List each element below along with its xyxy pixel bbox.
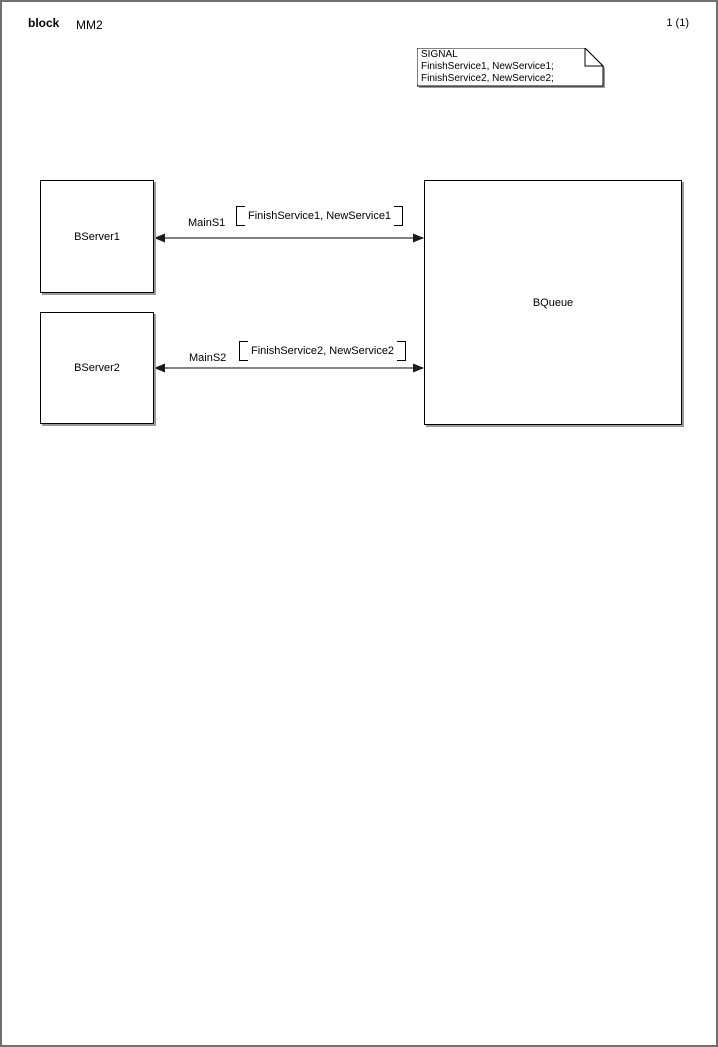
signal-list-mains2[interactable]: FinishService2, NewService2 <box>239 341 407 361</box>
note-body[interactable] <box>417 48 604 87</box>
block-label: BQueue <box>532 296 574 309</box>
arrowhead-left-icon <box>154 233 165 243</box>
note-fold-icon <box>584 48 605 67</box>
bracket-right-icon <box>394 206 404 226</box>
channel-name-mains1[interactable]: MainS1 <box>188 217 226 229</box>
signal-list-mains1[interactable]: FinishService1, NewService1 <box>236 206 404 226</box>
block-keyword: block <box>28 16 60 30</box>
channel-name-mains2[interactable]: MainS2 <box>189 352 227 364</box>
signal-list-text: FinishService1, NewService1 <box>248 210 392 222</box>
bracket-left-icon <box>236 206 245 226</box>
block-bqueue[interactable]: BQueue <box>424 180 682 425</box>
arrowhead-right-icon <box>413 363 424 373</box>
page-number: 1 (1) <box>666 17 689 29</box>
signal-note-text: SIGNAL FinishService1, NewService1; Fini… <box>421 49 554 85</box>
arrowhead-left-icon <box>154 363 165 373</box>
signal-note-line: SIGNAL <box>421 49 458 60</box>
bracket-right-icon <box>397 341 407 361</box>
signal-note-shape[interactable] <box>417 48 607 90</box>
block-label: BServer2 <box>74 362 120 374</box>
diagram-name: MM2 <box>76 18 103 32</box>
block-bserver2[interactable]: BServer2 <box>40 312 154 424</box>
signal-list-text: FinishService2, NewService2 <box>251 345 395 357</box>
block-bserver1[interactable]: BServer1 <box>40 180 154 293</box>
block-label: BServer1 <box>74 230 120 243</box>
signal-note-line: FinishService1, NewService1; <box>421 61 554 72</box>
bracket-left-icon <box>239 341 248 361</box>
signal-note-line: FinishService2, NewService2; <box>421 73 554 84</box>
arrowhead-right-icon <box>413 233 424 243</box>
